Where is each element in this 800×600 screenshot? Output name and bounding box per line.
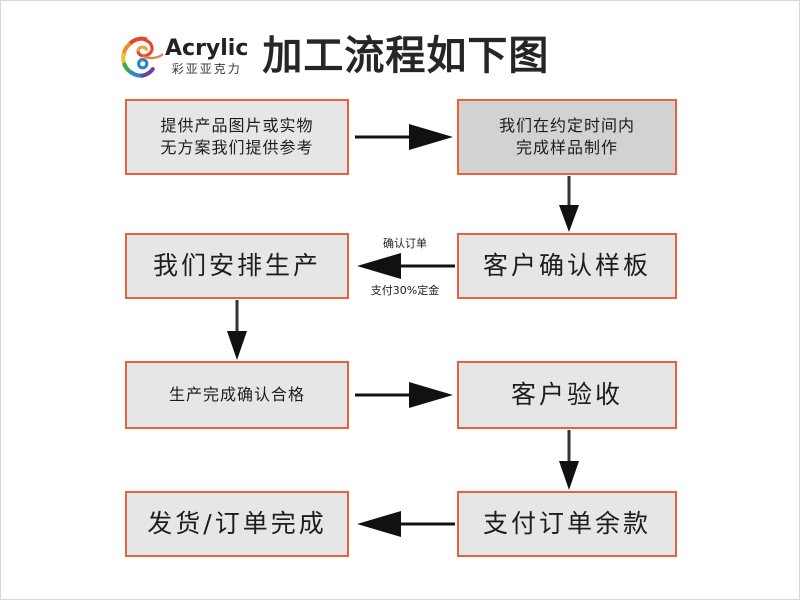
flow-node-label: 发货/订单完成 [147, 509, 327, 539]
flow-arrow-down-production-to-qc [227, 300, 247, 360]
flow-arrow-right-qc-to-acceptance [355, 382, 453, 408]
flow-node-arrange-production: 我们安排生产 [125, 233, 349, 299]
flow-node-label: 生产完成确认合格 [168, 385, 305, 405]
flow-node-customer-acceptance: 客户验收 [457, 361, 677, 429]
edge-label-confirm-order: 确认订单 [383, 237, 427, 250]
page-title: 加工流程如下图 [262, 33, 550, 79]
brand-logo: Acrylic 彩亚亚克力 [117, 26, 248, 86]
flow-node-label: 提供产品图片或实物 无方案我们提供参考 [160, 116, 314, 157]
flow-node-provide-product: 提供产品图片或实物 无方案我们提供参考 [125, 99, 349, 175]
flow-node-label: 我们在约定时间内 完成样品制作 [498, 116, 635, 157]
flow-node-customer-confirm-sample: 客户确认样板 [457, 233, 677, 299]
edge-label-pay-deposit: 支付30%定金 [370, 284, 440, 297]
page-header: Acrylic 彩亚亚克力 加工流程如下图 [117, 23, 549, 89]
flow-arrow-down-sample-to-confirm [559, 176, 579, 232]
flow-arrow-left-confirm-to-production [357, 253, 455, 279]
flow-node-pay-balance: 支付订单余款 [457, 491, 677, 557]
swirl-logo-icon [117, 31, 164, 81]
flow-arrow-down-acceptance-to-payment [559, 430, 579, 490]
brand-name-cn: 彩亚亚克力 [171, 61, 242, 76]
flow-arrow-left-payment-to-ship [357, 511, 455, 537]
flow-node-production-qc: 生产完成确认合格 [125, 361, 349, 429]
brand-wordmark: Acrylic 彩亚亚克力 [165, 35, 249, 76]
flow-node-label: 支付订单余款 [482, 509, 651, 539]
flow-node-make-sample: 我们在约定时间内 完成样品制作 [457, 99, 677, 175]
flow-node-ship-order-complete: 发货/订单完成 [125, 491, 349, 557]
brand-name-en: Acrylic [165, 35, 249, 61]
flow-node-label: 客户确认样板 [482, 251, 651, 281]
flow-arrow-right-provide-to-sample [355, 124, 453, 150]
flow-node-label: 我们安排生产 [152, 251, 321, 281]
flow-node-label: 客户验收 [510, 380, 623, 410]
